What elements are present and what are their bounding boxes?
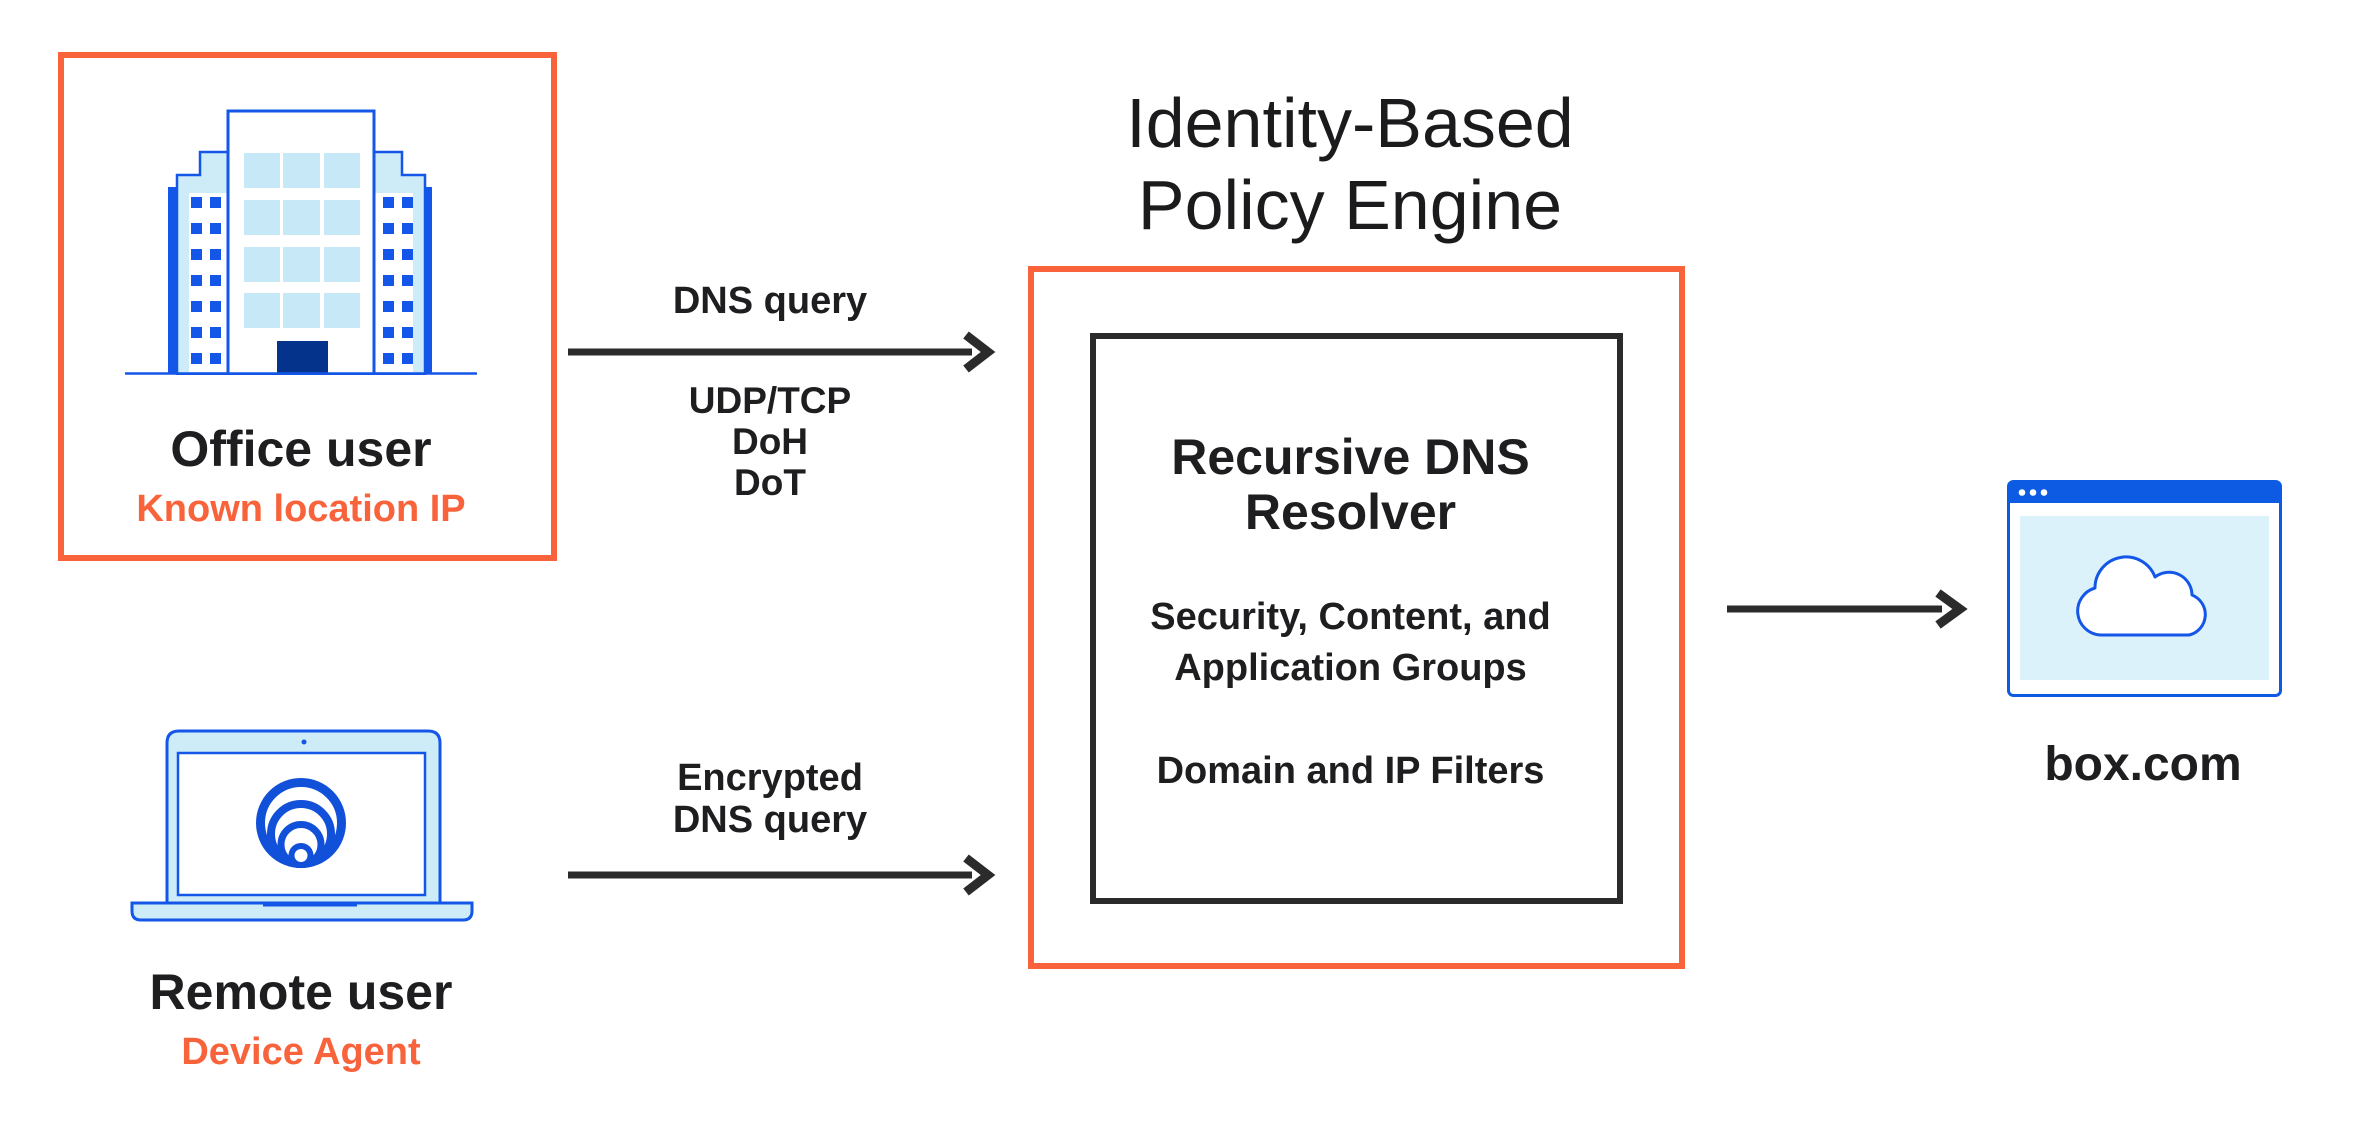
resolver-filters: Domain and IP Filters <box>1156 750 1545 792</box>
office-user-label: Office user <box>170 421 432 477</box>
dns-query-arrow-icon <box>568 331 996 373</box>
laptop-base <box>130 901 474 922</box>
policy-engine-box <box>1028 266 1685 969</box>
building-door <box>277 341 328 374</box>
resolver-heading: Recursive DNS Resolver <box>1090 430 1611 540</box>
page-title: Identity-Based Policy Engine <box>1025 82 1675 246</box>
building-tower-windows <box>244 153 360 328</box>
encrypted-dns-arrow-icon <box>568 854 996 896</box>
resolver-heading-line2: Resolver <box>1244 484 1457 540</box>
building-left-bar <box>168 187 177 374</box>
encrypted-dns-label: Encrypted DNS query <box>560 757 980 841</box>
remote-user-label: Remote user <box>149 964 453 1020</box>
remote-user-sublabel: Device Agent <box>181 1031 421 1073</box>
building-right-bar <box>423 187 432 374</box>
page-title-line1: Identity-Based <box>1126 84 1574 162</box>
protocol-doh: DoH <box>731 421 809 462</box>
cloud-icon <box>2076 555 2207 637</box>
laptop-camera-dot <box>301 739 307 745</box>
resolver-heading-line1: Recursive DNS <box>1171 429 1530 485</box>
dns-protocols: UDP/TCP DoH DoT <box>560 380 980 503</box>
browser-title-bar <box>2008 481 2281 503</box>
encrypted-dns-label-line1: Encrypted <box>677 757 863 799</box>
browser-window-icon <box>2007 480 2282 697</box>
recursive-resolver-box <box>1090 333 1623 904</box>
warp-logo-icon <box>256 778 346 868</box>
resolver-groups-line1: Security, Content, and <box>1150 596 1551 638</box>
building-wing-windows <box>191 197 413 364</box>
office-user-sublabel: Known location IP <box>136 488 466 530</box>
resolver-groups: Security, Content, and Application Group… <box>1090 592 1611 694</box>
office-building-icon <box>125 109 477 375</box>
page-title-line2: Policy Engine <box>1137 166 1563 244</box>
destination-label: box.com <box>2044 738 2242 791</box>
browser-window-dots <box>2018 489 2048 496</box>
office-user-box <box>58 52 557 561</box>
encrypted-dns-label-line2: DNS query <box>672 799 868 841</box>
dns-query-label: DNS query <box>672 280 868 322</box>
to-destination-arrow-icon <box>1727 589 1968 629</box>
resolver-groups-line2: Application Groups <box>1174 647 1527 689</box>
laptop-icon <box>130 729 474 922</box>
protocol-dot: DoT <box>734 462 806 503</box>
building-tower <box>226 109 376 375</box>
protocol-udp-tcp: UDP/TCP <box>688 380 852 421</box>
